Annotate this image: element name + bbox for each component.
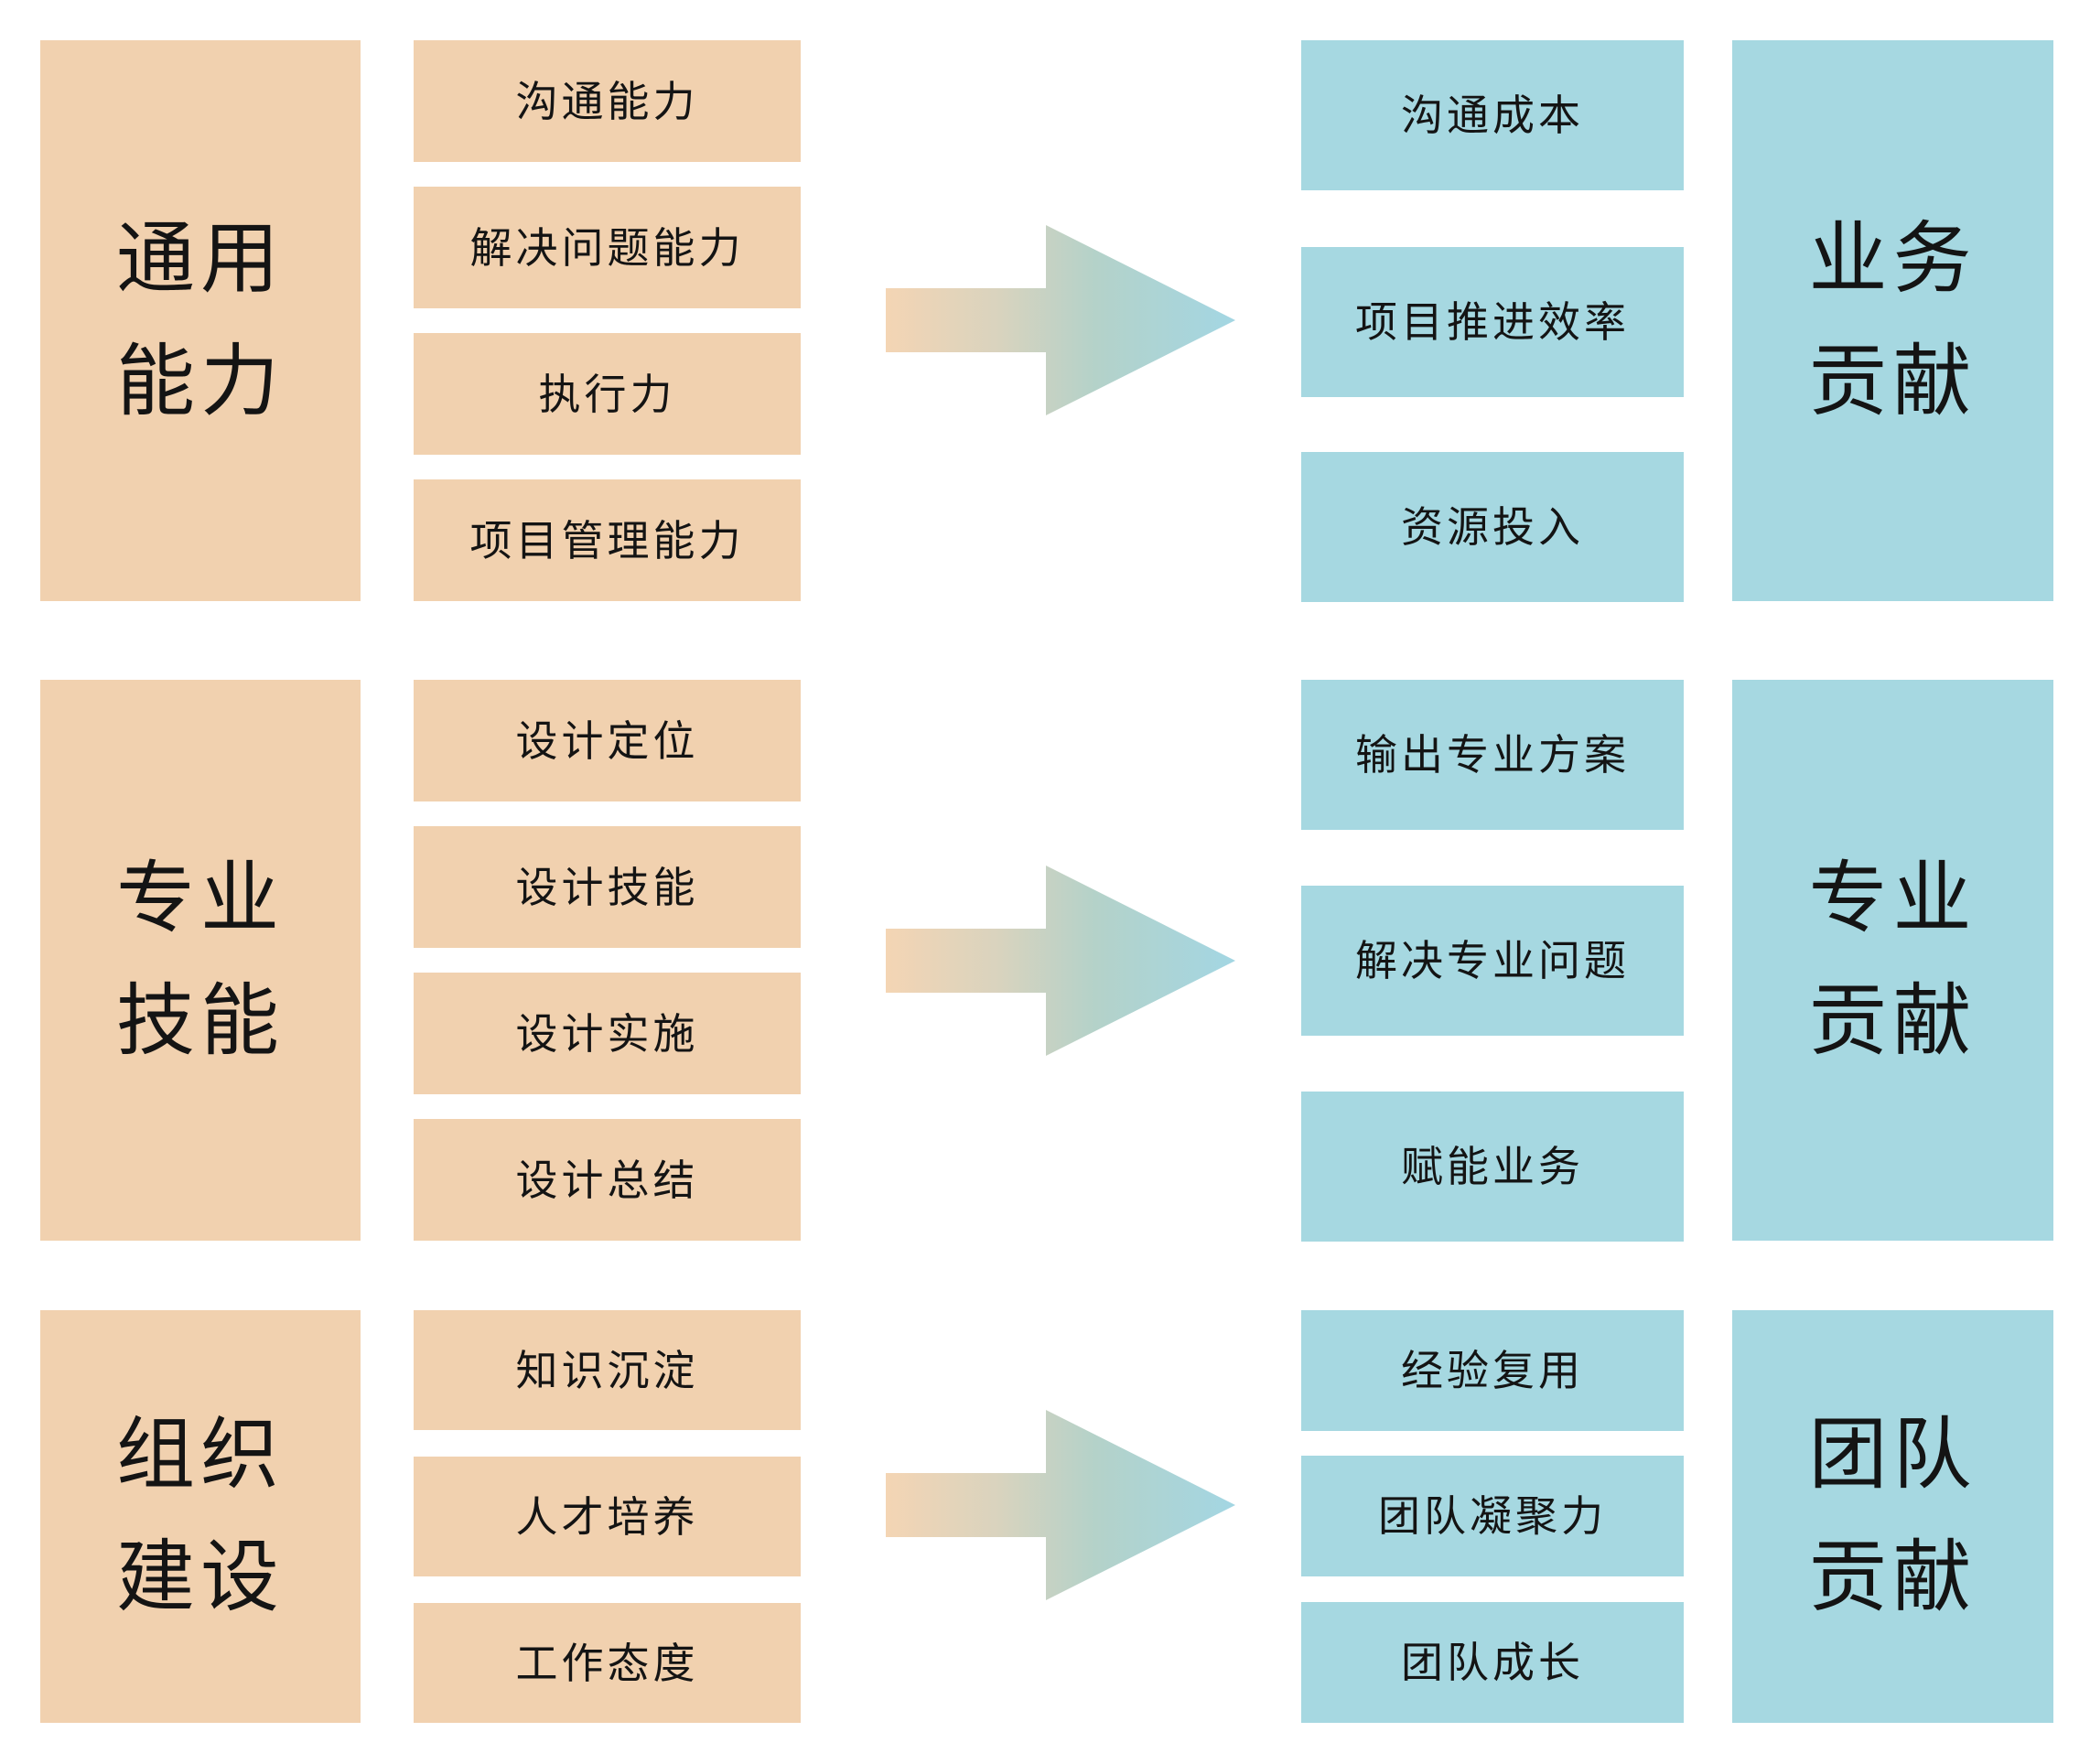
category-line: 技能 (116, 976, 285, 1065)
ability-box-talent-development: 人才培养 (414, 1457, 801, 1576)
right-arrow-icon (886, 866, 1235, 1056)
category-box-professional-skill: 专业 技能 (40, 680, 361, 1241)
ability-box-knowledge-accumulation: 知识沉淀 (414, 1310, 801, 1430)
outcome-box-resource-investment: 资源投入 (1301, 452, 1684, 602)
category-line: 建设 (116, 1533, 285, 1621)
outcome-box-solve-professional-problem: 解决专业问题 (1301, 886, 1684, 1036)
outcome-box-professional-solution: 输出专业方案 (1301, 680, 1684, 830)
contribution-line: 专业 (1808, 855, 1977, 943)
ability-box-design-summary: 设计总结 (414, 1119, 801, 1241)
category-box-general-ability: 通用 能力 (40, 40, 361, 601)
category-line: 通用 (116, 215, 285, 304)
outcome-box-empower-business: 赋能业务 (1301, 1092, 1684, 1242)
category-line: 能力 (116, 337, 285, 425)
ability-box-design-positioning: 设计定位 (414, 680, 801, 801)
outcome-box-experience-reuse: 经验复用 (1301, 1310, 1684, 1431)
ability-box-design-implementation: 设计实施 (414, 973, 801, 1094)
ability-box-project-management: 项目管理能力 (414, 479, 801, 601)
right-arrow-icon (886, 1410, 1235, 1600)
category-box-organization-building: 组织 建设 (40, 1310, 361, 1723)
contribution-line: 贡献 (1808, 1533, 1977, 1621)
outcome-box-team-cohesion: 团队凝聚力 (1301, 1456, 1684, 1576)
right-arrow-icon (886, 225, 1235, 415)
contribution-line: 贡献 (1808, 337, 1977, 425)
contribution-line: 团队 (1808, 1411, 1977, 1500)
contribution-box-team: 团队 贡献 (1732, 1310, 2053, 1723)
contribution-box-business: 业务 贡献 (1732, 40, 2053, 601)
ability-box-communication: 沟通能力 (414, 40, 801, 162)
ability-box-execution: 执行力 (414, 333, 801, 455)
ability-box-work-attitude: 工作态度 (414, 1603, 801, 1723)
ability-box-problem-solving: 解决问题能力 (414, 187, 801, 308)
contribution-box-professional: 专业 贡献 (1732, 680, 2053, 1241)
category-line: 组织 (116, 1411, 285, 1500)
outcome-box-communication-cost: 沟通成本 (1301, 40, 1684, 190)
category-line: 专业 (116, 855, 285, 943)
ability-box-design-skill: 设计技能 (414, 826, 801, 948)
outcome-box-project-efficiency: 项目推进效率 (1301, 247, 1684, 397)
contribution-line: 业务 (1808, 215, 1977, 304)
contribution-line: 贡献 (1808, 976, 1977, 1065)
outcome-box-team-growth: 团队成长 (1301, 1602, 1684, 1723)
